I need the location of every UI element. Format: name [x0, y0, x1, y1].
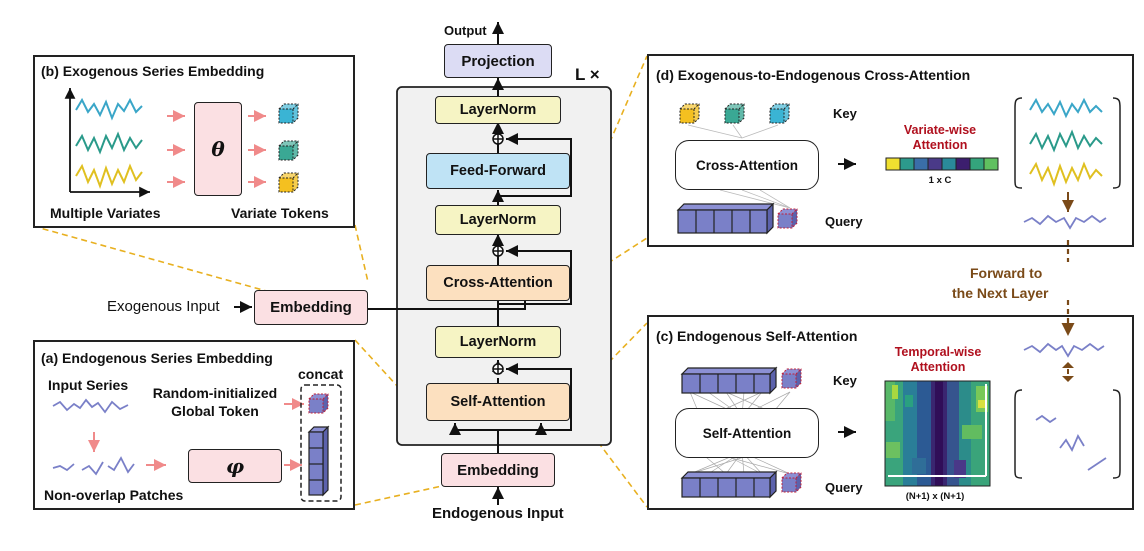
- forward-label-line2: the Next Layer: [952, 285, 1049, 301]
- panel-c-key-label: Key: [833, 373, 857, 388]
- panel-b-title: (b) Exogenous Series Embedding: [41, 63, 265, 79]
- temporal-wise-attention-line1: Temporal-wise: [894, 345, 982, 359]
- panel-b-graphics: [64, 88, 299, 198]
- multiple-variates-label: Multiple Variates: [50, 205, 161, 221]
- panel-d-graphics: [676, 97, 1121, 235]
- panel-a-endogenous-embedding: [33, 340, 355, 510]
- embedding-bottom-block: Embedding: [441, 453, 555, 487]
- cross-attention-block: Cross-Attention: [426, 265, 570, 301]
- self-attention-block: Self-Attention: [426, 383, 570, 421]
- concat-label: concat: [298, 366, 344, 382]
- layernorm-top-block: LayerNorm: [435, 96, 561, 124]
- panel-d-title: (d) Exogenous-to-Endogenous Cross-Attent…: [656, 67, 971, 83]
- phi-block: φ: [188, 449, 282, 483]
- forward-label-line1: Forward to: [970, 265, 1043, 281]
- panel-c-query-label: Query: [825, 480, 863, 495]
- global-token-label-line1: Random-initialized: [152, 385, 278, 401]
- panel-c-self-attention: [647, 315, 1134, 510]
- exogenous-input-label: Exogenous Input: [107, 298, 220, 315]
- temporal-wise-attention-line2: Attention: [910, 360, 966, 374]
- panel-d-cross-attention-block: Cross-Attention: [675, 140, 819, 190]
- panel-d-cross-attention: [647, 54, 1134, 247]
- patches-label: Non-overlap Patches: [44, 487, 184, 503]
- global-token-label-line2: Global Token: [171, 403, 259, 419]
- panel-c-title: (c) Endogenous Self-Attention: [656, 328, 858, 344]
- panel-d-key-label: Key: [833, 106, 857, 121]
- endogenous-input-label: Endogenous Input: [432, 505, 564, 522]
- projection-block: Projection: [444, 44, 552, 78]
- variate-wise-attention-line1: Variate-wise: [903, 123, 977, 137]
- panel-a-title: (a) Endogenous Series Embedding: [41, 350, 273, 366]
- panel-c-self-attention-block: Self-Attention: [675, 408, 819, 458]
- variate-attention-dim: 1 x C: [928, 175, 952, 186]
- panel-a-graphics: [52, 384, 342, 502]
- temporal-attention-heatmap: [884, 380, 991, 487]
- layernorm-low-block: LayerNorm: [435, 326, 561, 358]
- input-series-label: Input Series: [48, 377, 129, 393]
- temporal-attention-dim: (N+1) x (N+1): [905, 491, 965, 502]
- panel-b-exogenous-embedding: [33, 55, 355, 228]
- feed-forward-block: Feed-Forward: [426, 153, 570, 189]
- repeat-label: L ×: [575, 65, 600, 84]
- panel-d-query-label: Query: [825, 214, 863, 229]
- embedding-left-block: Embedding: [254, 290, 368, 325]
- variate-tokens-label: Variate Tokens: [231, 205, 329, 221]
- residual-add-icons: [492, 133, 504, 375]
- layernorm-mid-block: LayerNorm: [435, 205, 561, 235]
- variate-wise-attention-line2: Attention: [912, 138, 968, 152]
- output-label: Output: [444, 23, 487, 38]
- theta-block: θ: [194, 102, 242, 196]
